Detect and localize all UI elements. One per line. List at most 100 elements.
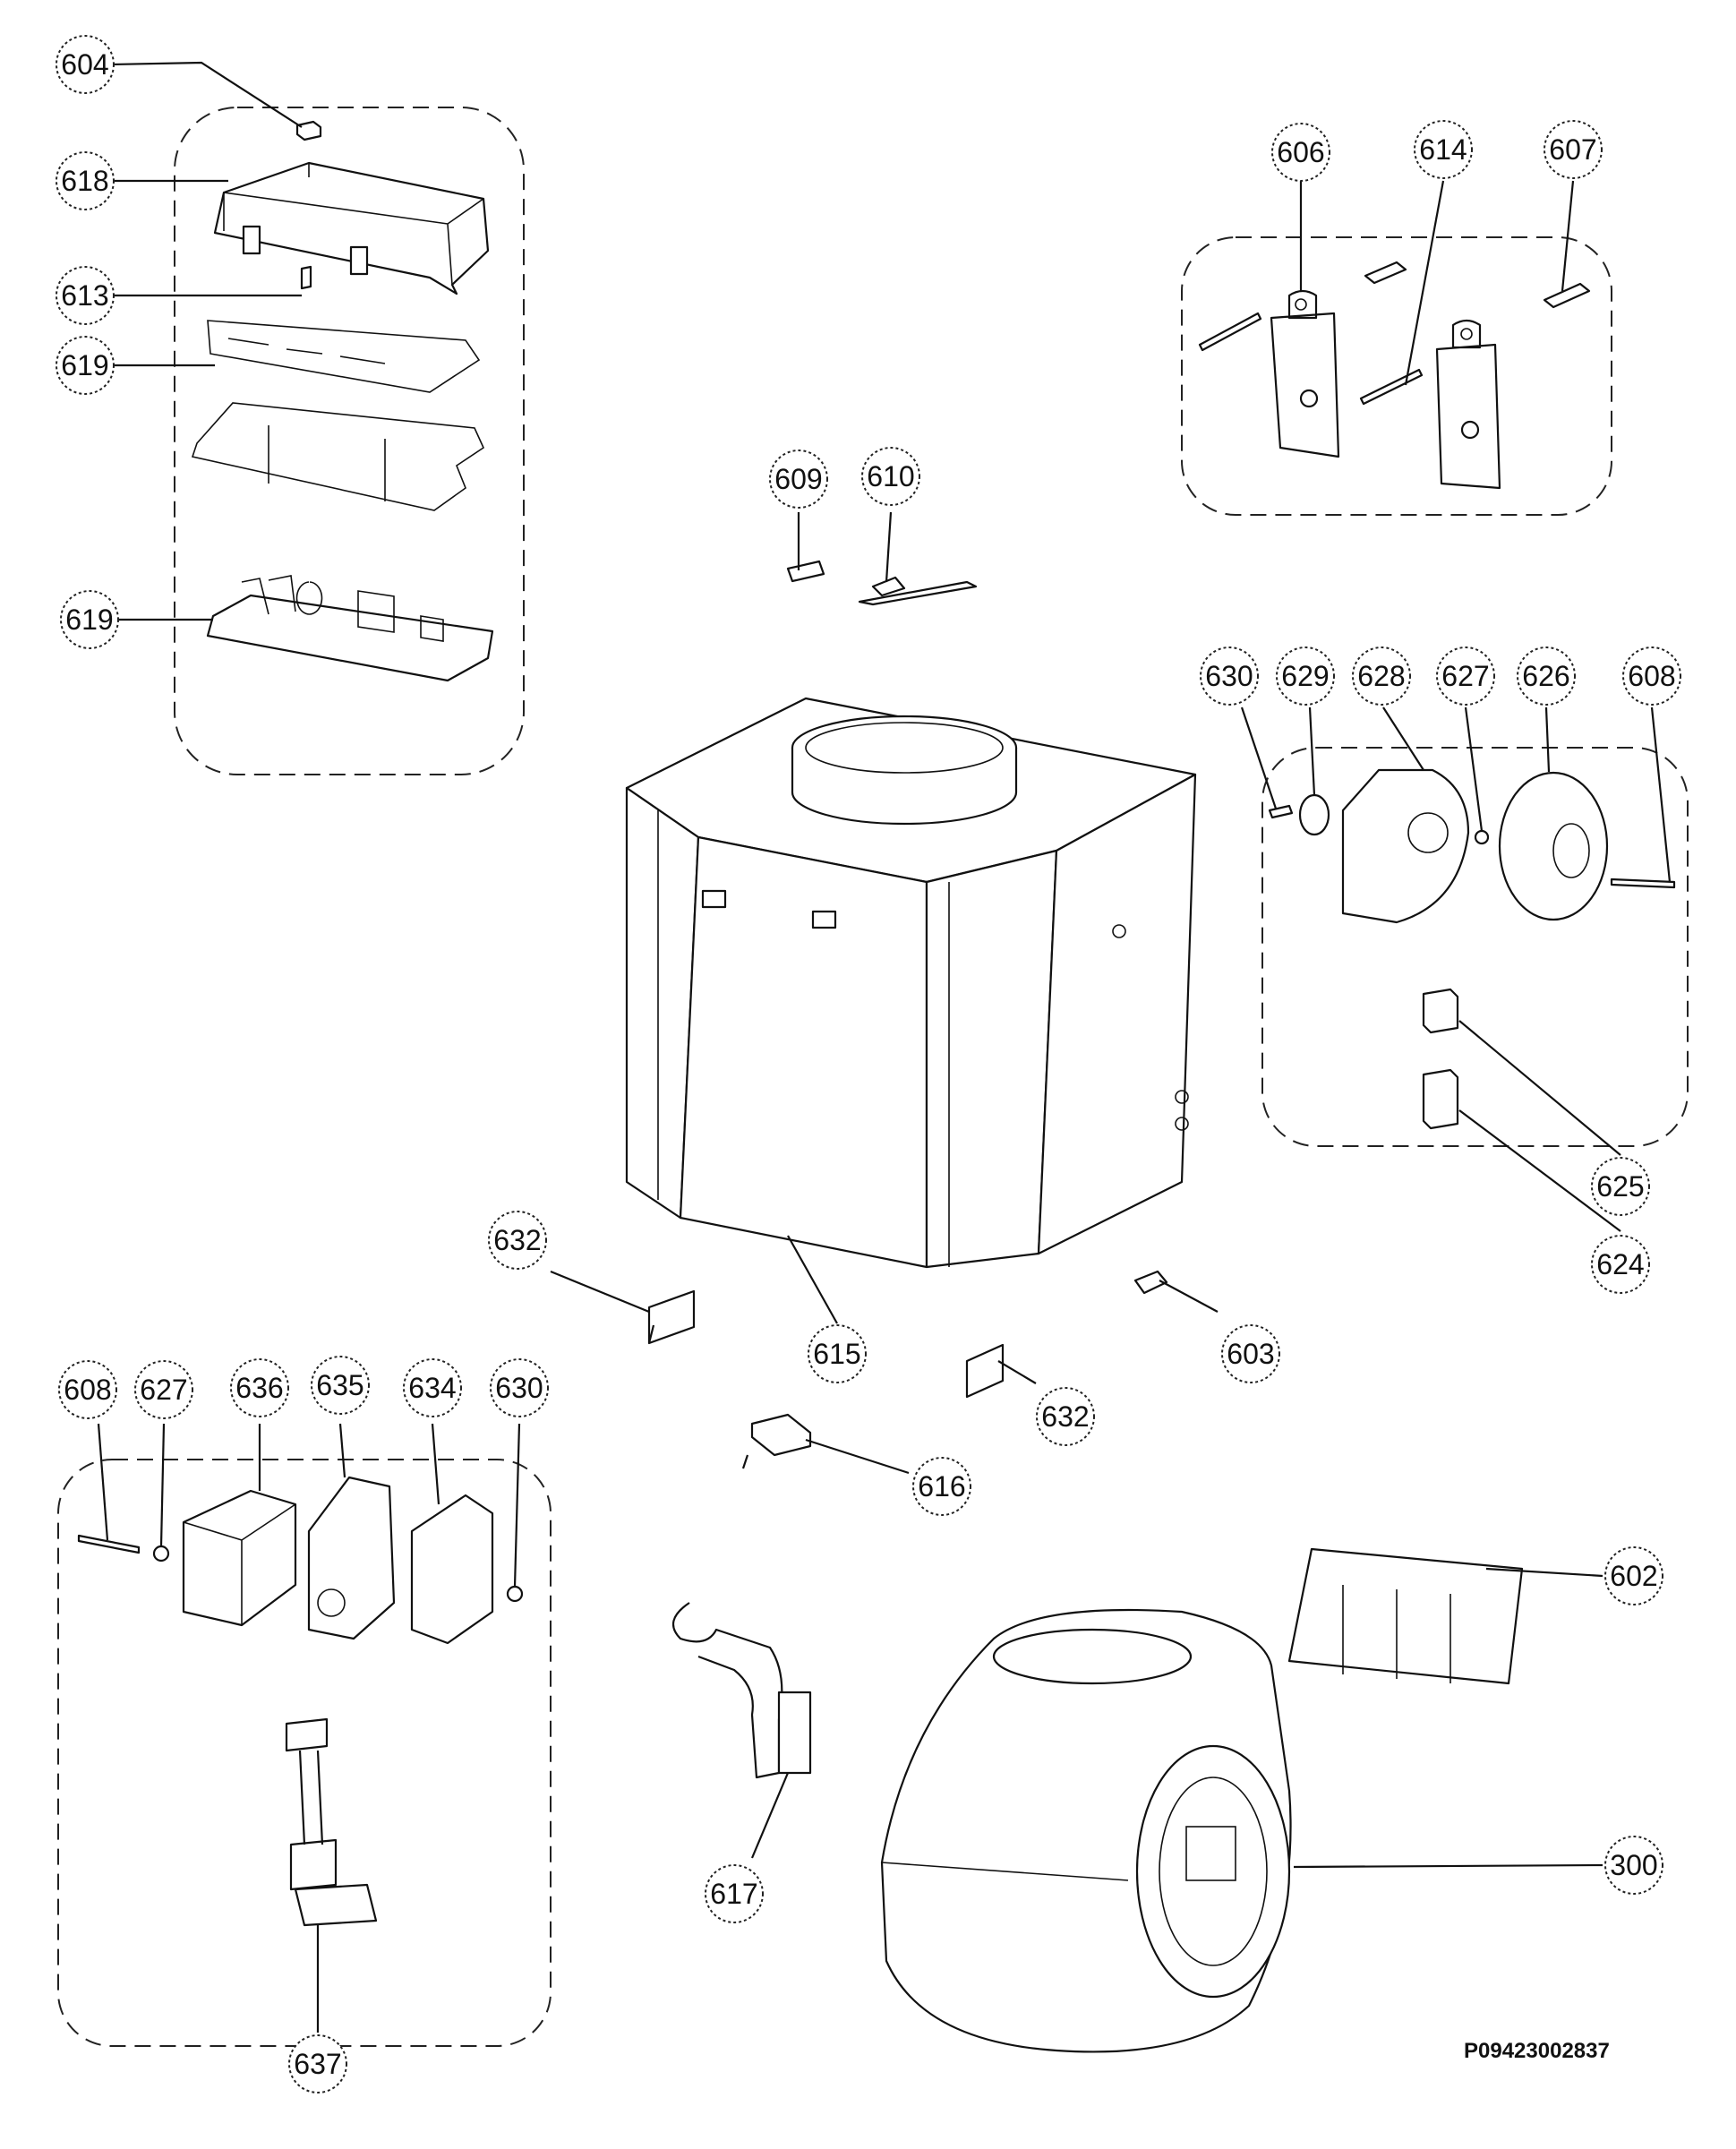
callout-label: 637 bbox=[294, 2048, 341, 2080]
callout-603: 603 bbox=[1221, 1324, 1280, 1383]
callout-602: 602 bbox=[1604, 1546, 1663, 1605]
part-duct-collar bbox=[791, 748, 1018, 826]
part-bracket-left bbox=[1270, 289, 1340, 458]
part-screw-middle bbox=[1359, 368, 1424, 406]
part-anchor-top bbox=[1364, 261, 1407, 285]
callout-label: 632 bbox=[493, 1224, 541, 1256]
group-box-capacitor-assembly bbox=[57, 1459, 552, 2047]
blower-parts bbox=[671, 1547, 1524, 2053]
callout-label: 617 bbox=[710, 1878, 757, 1910]
part-blower-fan bbox=[1135, 1744, 1291, 1999]
callout-613: 613 bbox=[56, 266, 115, 325]
center-small-parts bbox=[647, 1270, 1168, 1469]
callout-632-right: 632 bbox=[1036, 1387, 1095, 1446]
callout-label: 608 bbox=[1628, 660, 1675, 692]
part-pad bbox=[786, 560, 825, 583]
part-nut bbox=[1474, 829, 1490, 845]
drawing-code: P09423002837 bbox=[1464, 2039, 1610, 2063]
callout-627-top: 627 bbox=[1436, 646, 1495, 706]
callout-label: 634 bbox=[408, 1372, 456, 1404]
callout-627-bottom: 627 bbox=[134, 1360, 193, 1419]
callout-628: 628 bbox=[1352, 646, 1411, 706]
callout-606: 606 bbox=[1271, 123, 1330, 182]
callout-label: 300 bbox=[1610, 1849, 1657, 1881]
callout-615: 615 bbox=[808, 1324, 867, 1383]
callout-634: 634 bbox=[403, 1358, 462, 1417]
callout-label: 614 bbox=[1419, 133, 1467, 166]
callout-label: 635 bbox=[316, 1369, 363, 1401]
callout-632-left: 632 bbox=[488, 1211, 547, 1270]
callout-label: 624 bbox=[1596, 1248, 1644, 1280]
part-display-board-top bbox=[207, 320, 481, 393]
top-center-parts bbox=[786, 560, 978, 606]
callout-608-top: 608 bbox=[1622, 646, 1681, 706]
group-box-mounting-brackets bbox=[1181, 236, 1612, 516]
callout-604: 604 bbox=[56, 35, 115, 94]
callout-636: 636 bbox=[230, 1358, 289, 1417]
part-anchor-right bbox=[1543, 282, 1591, 309]
part-motor-shaft bbox=[1610, 878, 1676, 889]
callout-label: 615 bbox=[813, 1338, 860, 1370]
callout-label: 613 bbox=[61, 279, 108, 312]
motor-parts bbox=[1268, 768, 1676, 1130]
callout-616: 616 bbox=[912, 1457, 971, 1516]
callout-630-bottom: 630 bbox=[490, 1358, 549, 1417]
callout-619-bottom: 619 bbox=[60, 590, 119, 649]
leader-lines bbox=[97, 61, 1672, 2033]
part-cable-sensor bbox=[671, 1602, 783, 1779]
control-electronics-parts bbox=[191, 120, 494, 682]
group-boxes bbox=[57, 107, 1689, 2047]
part-filter-bracket bbox=[1287, 1547, 1524, 1685]
callout-300: 300 bbox=[1604, 1836, 1663, 1895]
callout-610: 610 bbox=[861, 447, 920, 506]
part-screw-small bbox=[1268, 804, 1294, 819]
callout-626: 626 bbox=[1517, 646, 1576, 706]
callout-label: 629 bbox=[1281, 660, 1329, 692]
callout-label: 619 bbox=[65, 604, 113, 636]
callout-label: 602 bbox=[1610, 1560, 1657, 1592]
capacitor-assembly-parts bbox=[77, 1476, 524, 1927]
part-housing-clip-right bbox=[349, 245, 369, 276]
callout-label: 630 bbox=[1205, 660, 1253, 692]
callout-label: 608 bbox=[64, 1374, 111, 1406]
callout-label: 606 bbox=[1277, 136, 1324, 168]
part-clip-right bbox=[965, 1343, 1005, 1399]
callout-label: 618 bbox=[61, 165, 108, 197]
part-housing-right-corner bbox=[925, 849, 1058, 1269]
mounting-bracket-parts bbox=[1198, 261, 1591, 490]
part-long-pin bbox=[77, 1534, 141, 1554]
callout-607: 607 bbox=[1544, 120, 1603, 179]
callout-635: 635 bbox=[311, 1356, 370, 1415]
callout-label: 616 bbox=[918, 1470, 965, 1503]
part-wire-harness bbox=[285, 1717, 378, 1927]
callout-label: 636 bbox=[235, 1372, 283, 1404]
callout-625: 625 bbox=[1591, 1157, 1650, 1216]
callout-617: 617 bbox=[705, 1864, 764, 1923]
part-spacer bbox=[300, 265, 312, 290]
part-connector-small bbox=[1422, 988, 1459, 1034]
callout-label: 603 bbox=[1227, 1338, 1274, 1370]
callout-label: 630 bbox=[495, 1372, 543, 1404]
callout-label: 610 bbox=[867, 460, 914, 492]
part-housing-right-side bbox=[1037, 773, 1197, 1255]
callout-label: 609 bbox=[774, 463, 822, 495]
part-screw-left bbox=[1198, 312, 1262, 352]
callout-619-top: 619 bbox=[56, 336, 115, 395]
callout-label: 626 bbox=[1522, 660, 1569, 692]
callout-629: 629 bbox=[1276, 646, 1335, 706]
main-housing bbox=[625, 697, 1197, 1269]
callout-637: 637 bbox=[288, 2034, 347, 2093]
callout-618: 618 bbox=[56, 151, 115, 210]
part-capacitor-box bbox=[182, 1489, 297, 1627]
callout-609: 609 bbox=[769, 449, 828, 509]
part-relay-block bbox=[307, 1476, 396, 1640]
part-power-board bbox=[206, 594, 494, 682]
group-box-control-electronics bbox=[174, 107, 525, 775]
part-washer bbox=[1298, 793, 1330, 836]
part-bracket-clip bbox=[858, 576, 978, 606]
callout-label: 632 bbox=[1041, 1400, 1089, 1433]
callout-label: 628 bbox=[1357, 660, 1405, 692]
callout-624: 624 bbox=[1591, 1235, 1650, 1294]
callout-label: 627 bbox=[140, 1374, 187, 1406]
